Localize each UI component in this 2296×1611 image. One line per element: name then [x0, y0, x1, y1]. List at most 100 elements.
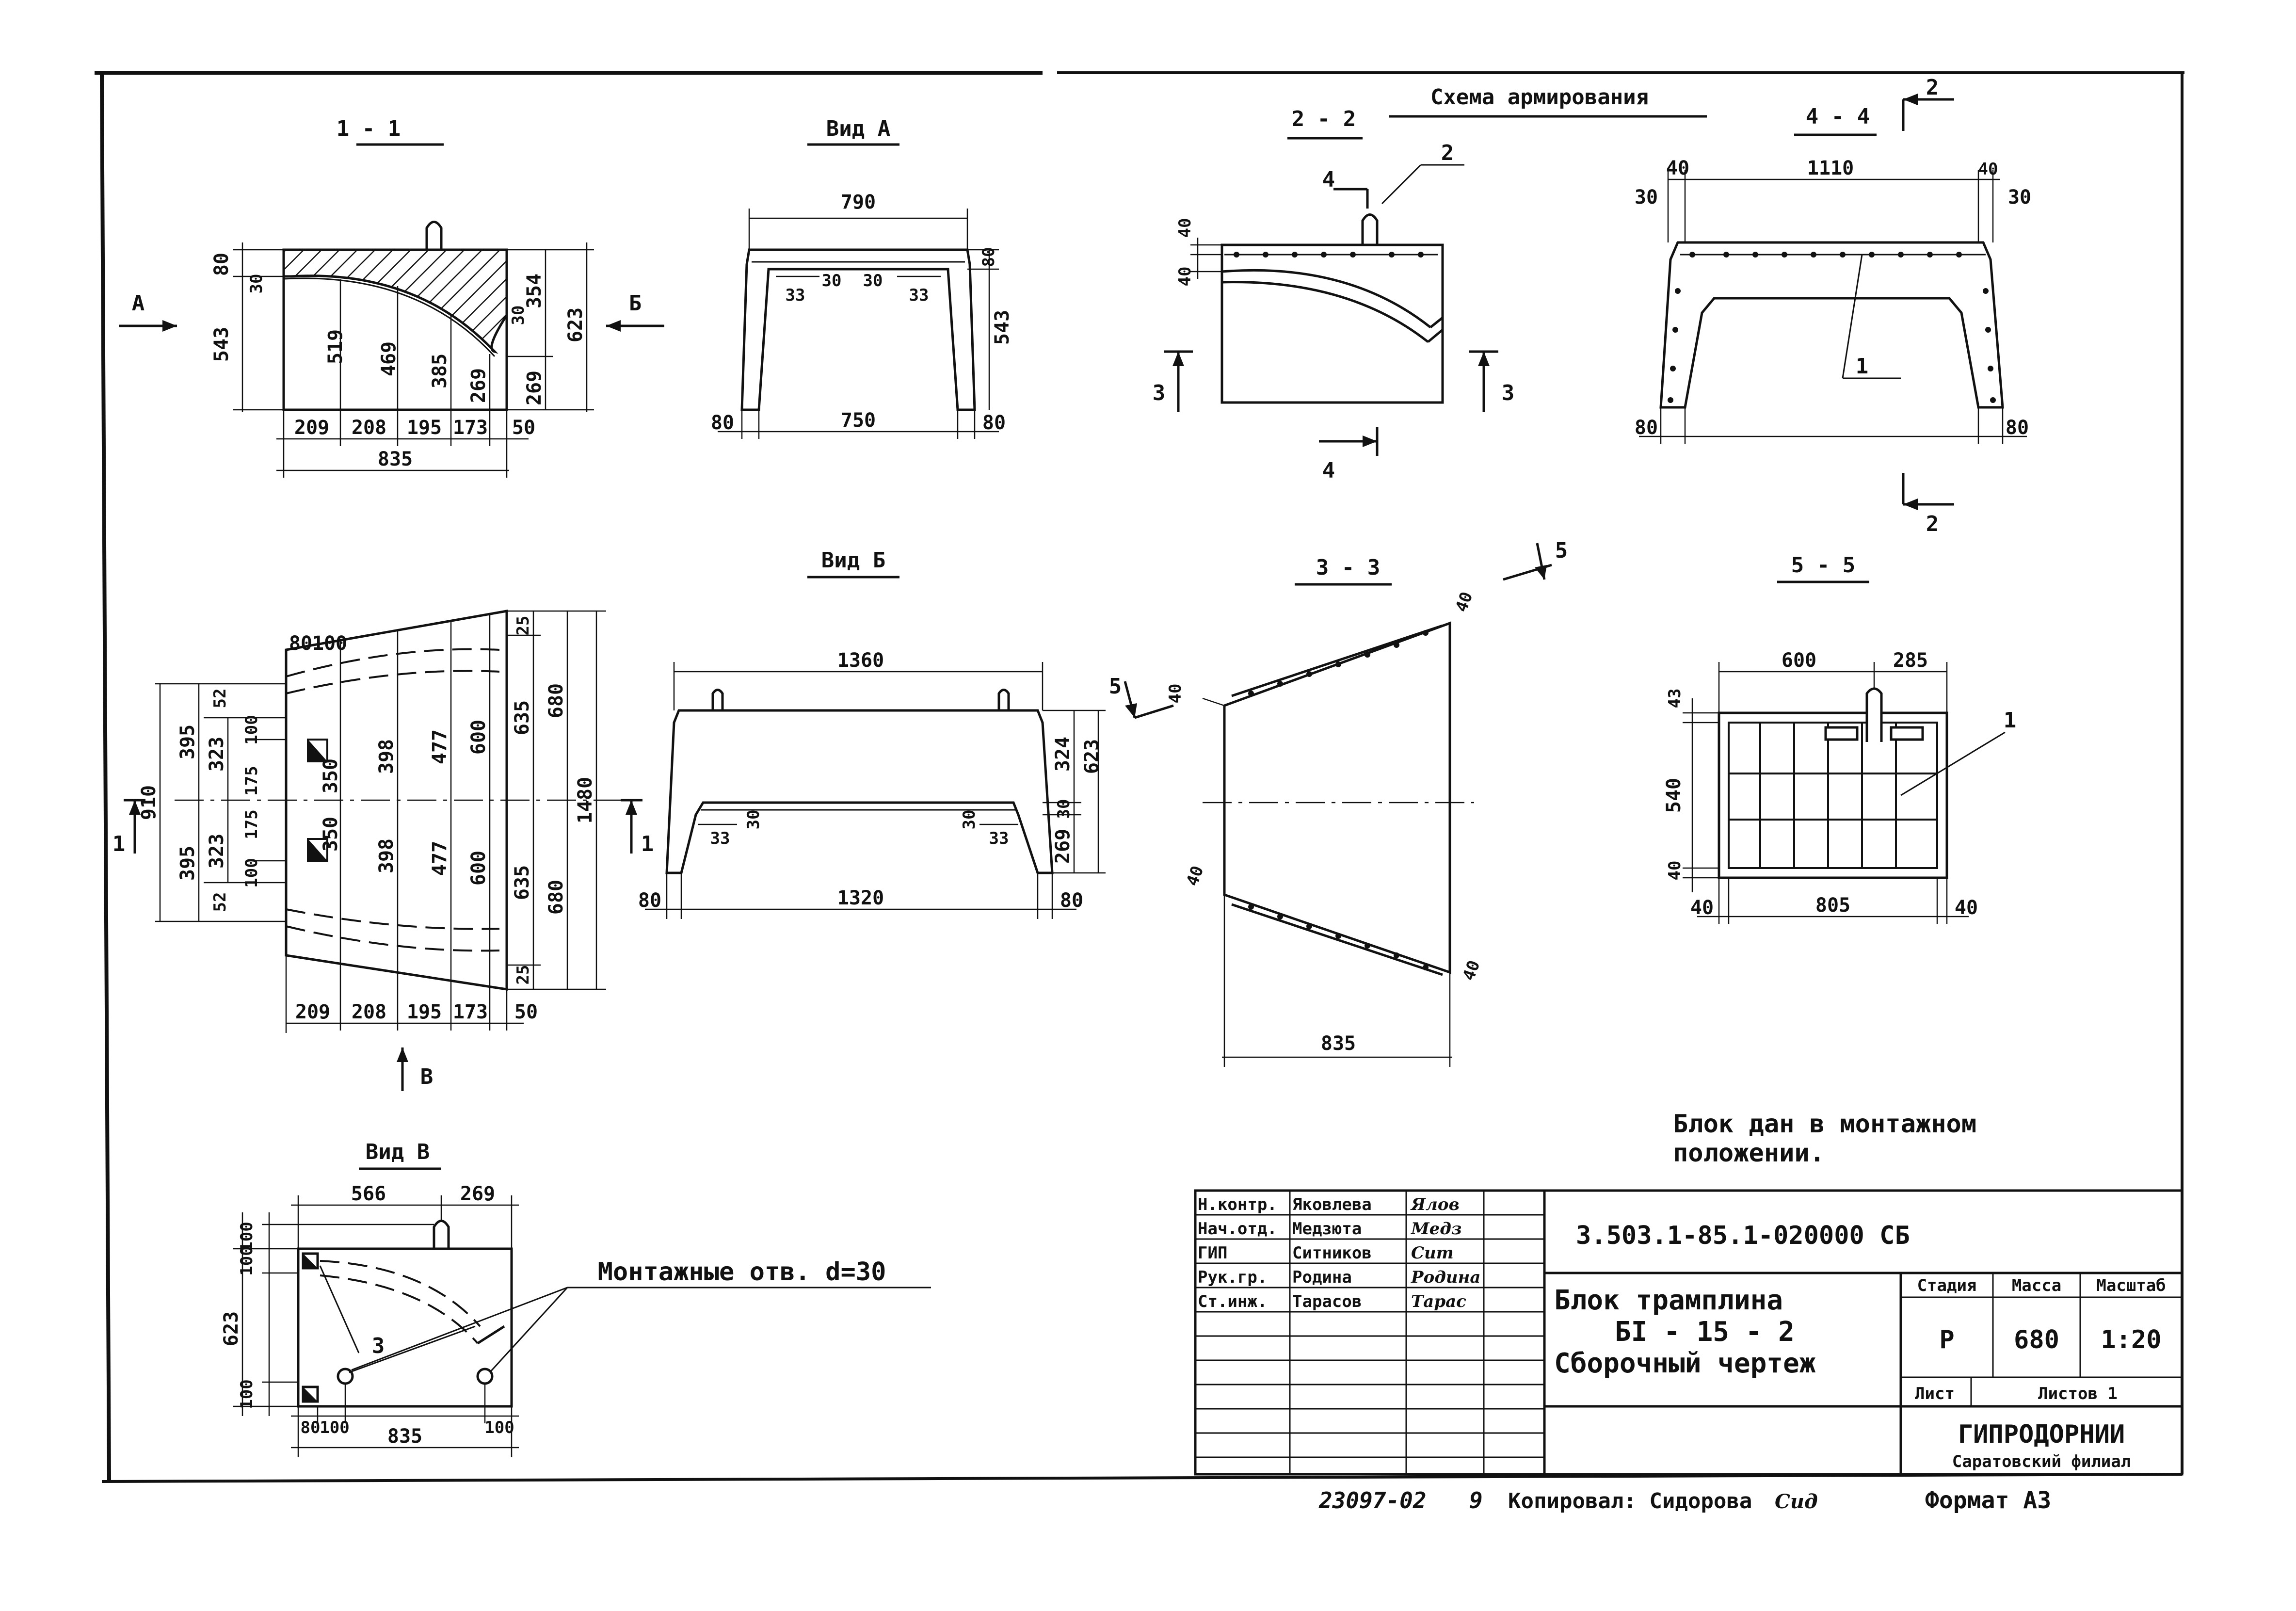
- dim-40-right-bottom: 40: [1459, 958, 1484, 983]
- dim-477-bottom: 477: [429, 841, 451, 876]
- section-4-4-outline: [1659, 241, 2004, 409]
- dim-835: 835: [378, 448, 413, 470]
- section-1-1-title: 1 - 1: [337, 116, 401, 141]
- section-4-4: 4 - 4 2 2 40 1110 40 30 30 1: [1635, 75, 2031, 536]
- dim-30-right: 30: [2008, 186, 2031, 209]
- section-1-1-outline: [282, 248, 508, 411]
- view-arrow-a: А: [132, 291, 145, 316]
- dim-910: 910: [138, 785, 160, 820]
- view-v-outline: [297, 1247, 513, 1408]
- dim-623: 623: [220, 1311, 242, 1346]
- name-1: Яковлева: [1292, 1195, 1372, 1214]
- name-3: Ситников: [1292, 1243, 1372, 1263]
- reinforcement-scheme-title: Схема армирования: [1430, 85, 1649, 110]
- dim-80-right: 80: [982, 412, 1006, 434]
- view-arrow-v: В: [420, 1064, 434, 1089]
- dim-324: 324: [1052, 737, 1074, 772]
- dim-269-inner: 269: [467, 368, 490, 403]
- section-5-5-outline: [1718, 711, 1948, 879]
- dim-52-top: 52: [210, 689, 230, 709]
- signature-5: Тарас: [1411, 1292, 1466, 1311]
- signatures: Ялов Медз Сит Родина Тарас: [1410, 1195, 1480, 1311]
- stage-value: Р: [1939, 1325, 1954, 1354]
- dim-835: 835: [1321, 1032, 1356, 1055]
- dim-30: 30: [247, 274, 266, 294]
- dim-600-bottom: 600: [467, 851, 490, 886]
- scale-label: Масштаб: [2096, 1276, 2166, 1295]
- section-4-4-title: 4 - 4: [1806, 104, 1870, 129]
- dim-285: 285: [1893, 649, 1928, 672]
- dim-543: 543: [210, 327, 233, 362]
- dim-323-top: 323: [206, 737, 228, 772]
- dim-600-top: 600: [467, 720, 490, 755]
- dim-209: 209: [294, 417, 329, 439]
- scale-value: 1:20: [2101, 1325, 2161, 1354]
- plan-view: 80 100 910 395 395 52 52 323 323 100 100…: [112, 610, 654, 1091]
- dim-40-top: 40: [1175, 218, 1195, 238]
- dim-30-right: 30: [509, 306, 528, 325]
- dim-30-mid: 30: [960, 810, 979, 830]
- mark-3: 3: [372, 1334, 385, 1358]
- sheet-label: Лист: [1915, 1384, 1955, 1403]
- section-3-3-outline: [1223, 621, 1451, 974]
- dim-323-bottom: 323: [206, 834, 228, 869]
- dim-398-bottom: 398: [375, 838, 398, 873]
- dim-173: 173: [453, 417, 488, 439]
- section-2-2: 2 - 2 Схема армирования 4 2 40 40 3: [1153, 85, 1707, 483]
- dim-30-left: 30: [744, 810, 763, 830]
- view-v-title: Вид В: [366, 1140, 430, 1164]
- document-code: 3.503.1-85.1-020000 СБ: [1576, 1221, 1910, 1250]
- mark-1: 1: [2004, 708, 2017, 733]
- dim-100-left: 100: [320, 1418, 349, 1437]
- dim-33-right: 33: [989, 829, 1009, 848]
- signature-4: Родина: [1411, 1268, 1480, 1287]
- section-5-5-title: 5 - 5: [1791, 553, 1855, 578]
- dim-477-top: 477: [429, 729, 451, 764]
- dim-1360: 1360: [837, 649, 884, 672]
- dim-175-top: 175: [242, 766, 261, 795]
- signature-1: Ялов: [1410, 1195, 1460, 1214]
- dim-40-right-top: 40: [1452, 589, 1477, 614]
- view-b-title: Вид Б: [821, 548, 885, 573]
- copied-by-signature: Сид: [1775, 1490, 1818, 1513]
- mark-2: 2: [1441, 141, 1454, 165]
- stage-label: Стадия: [1917, 1276, 1977, 1295]
- dim-173: 173: [453, 1001, 488, 1023]
- dim-25-top: 25: [514, 616, 533, 636]
- section-3-3-title: 3 - 3: [1316, 555, 1380, 580]
- dim-600: 600: [1782, 649, 1816, 672]
- dim-519: 519: [324, 329, 347, 364]
- cut-4-bottom: 4: [1322, 458, 1335, 483]
- dim-208: 208: [352, 417, 386, 439]
- role-1: Н.контр.: [1198, 1195, 1277, 1214]
- dim-100-top: 100: [237, 1222, 257, 1251]
- sheet-number: 9: [1469, 1487, 1483, 1514]
- dim-209: 209: [295, 1001, 330, 1023]
- inventory-number: 23097-02: [1318, 1487, 1427, 1514]
- dim-195: 195: [407, 1001, 442, 1023]
- dim-80-left: 80: [711, 412, 734, 434]
- dim-100-right: 100: [484, 1418, 514, 1437]
- title-block: Н.контр. Нач.отд. ГИП Рук.гр. Ст.инж. Як…: [1194, 1189, 2184, 1476]
- dim-40-bottom: 40: [1175, 267, 1195, 287]
- section-1-1: 1 - 1 80 30 543 519 469 385 269 30 354 6…: [119, 116, 664, 478]
- cut-3-right: 3: [1502, 381, 1515, 405]
- dim-1110: 1110: [1807, 157, 1854, 179]
- dim-805: 805: [1815, 894, 1850, 917]
- view-a: Вид А 790 80 543 33 30 30 33 80 750 80: [711, 116, 1013, 439]
- dim-623: 623: [564, 307, 587, 342]
- dim-43: 43: [1665, 689, 1685, 709]
- dim-469: 469: [378, 341, 400, 376]
- dim-80-left: 80: [1635, 417, 1658, 439]
- dim-750: 750: [841, 409, 876, 432]
- section-1-1-hatched-area: [282, 248, 508, 354]
- dim-33-right: 33: [909, 286, 929, 305]
- note-line-1: Блок дан в монтажном: [1673, 1110, 1976, 1139]
- role-2: Нач.отд.: [1198, 1219, 1277, 1239]
- cut-3-left: 3: [1153, 381, 1166, 405]
- role-5: Ст.инж.: [1198, 1292, 1267, 1311]
- dim-790: 790: [841, 191, 876, 213]
- dim-635-bottom: 635: [511, 865, 533, 900]
- sheet-format: Формат А3: [1925, 1487, 2051, 1514]
- dim-80-right: 80: [2006, 417, 2029, 439]
